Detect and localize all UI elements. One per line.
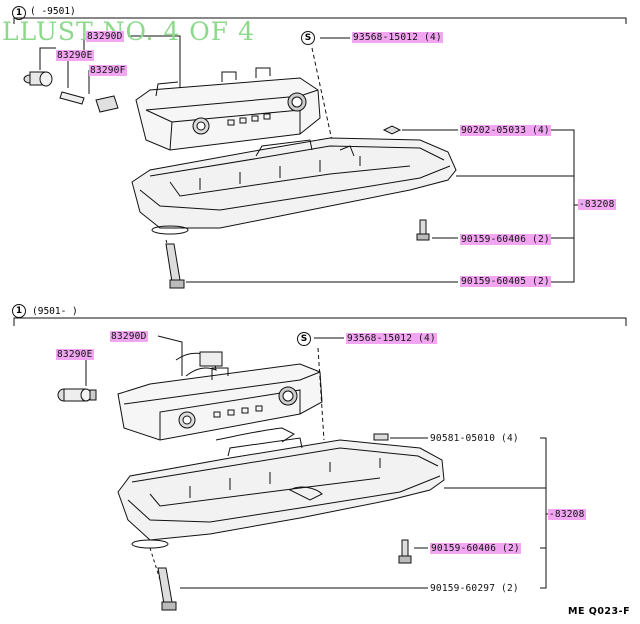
section-index-badge: 1 bbox=[12, 6, 26, 20]
control-panel-unit-bottom bbox=[117, 351, 323, 443]
pin-part-83290e bbox=[59, 91, 85, 105]
tray-housing-top bbox=[131, 137, 457, 235]
control-panel-unit-top bbox=[135, 67, 321, 151]
label-90581-05010: 90581-05010 (4) bbox=[430, 433, 519, 444]
screw-90159-60406-top bbox=[416, 219, 430, 241]
label-90159-60405: 90159-60405 (2) bbox=[460, 276, 551, 287]
section-index-badge-2: 1 bbox=[12, 304, 26, 318]
label-83290d-2: 83290D bbox=[110, 331, 148, 342]
label-83290e-2: 83290E bbox=[56, 349, 94, 360]
label-90202-05033: 90202-05033 (4) bbox=[460, 125, 551, 136]
tray-housing-bottom bbox=[117, 437, 445, 549]
screw-90159-60406-bottom bbox=[398, 539, 412, 564]
label-90159-60406-2: 90159-60406 (2) bbox=[430, 543, 521, 554]
label-83290e: 83290E bbox=[56, 50, 94, 61]
section-range-label: ( -9501) bbox=[30, 6, 76, 17]
label-83290d: 83290D bbox=[86, 31, 124, 42]
illustration-watermark: LLUST NO. 4 OF 4 bbox=[2, 17, 255, 46]
screw-90159-60297-bottom bbox=[149, 547, 177, 611]
section-range-label-2: (9501- ) bbox=[32, 306, 78, 317]
label-83208: -83208 bbox=[578, 199, 616, 210]
clip-90581 bbox=[373, 433, 389, 441]
label-90159-60406: 90159-60406 (2) bbox=[460, 234, 551, 245]
section-top-drawing bbox=[13, 17, 627, 289]
label-90159-60297: 90159-60297 (2) bbox=[430, 583, 519, 594]
reference-code: ME Q023-F bbox=[568, 606, 631, 617]
cap-part-83290e bbox=[23, 71, 53, 87]
clip-part-83290f bbox=[95, 95, 119, 113]
label-83208-2: -83208 bbox=[548, 509, 586, 520]
screw-90159-60405-top bbox=[165, 239, 185, 289]
section-bottom-drawing bbox=[13, 317, 627, 611]
label-93568-15012-2: 93568-15012 (4) bbox=[346, 333, 437, 344]
cap-part-83290e-b bbox=[57, 388, 97, 402]
screw-symbol-badge-2: S bbox=[297, 332, 311, 346]
screw-symbol-badge: S bbox=[301, 31, 315, 45]
label-83290f: 83290F bbox=[89, 65, 127, 76]
label-93568-15012: 93568-15012 (4) bbox=[352, 32, 443, 43]
nut-90202 bbox=[382, 125, 402, 135]
